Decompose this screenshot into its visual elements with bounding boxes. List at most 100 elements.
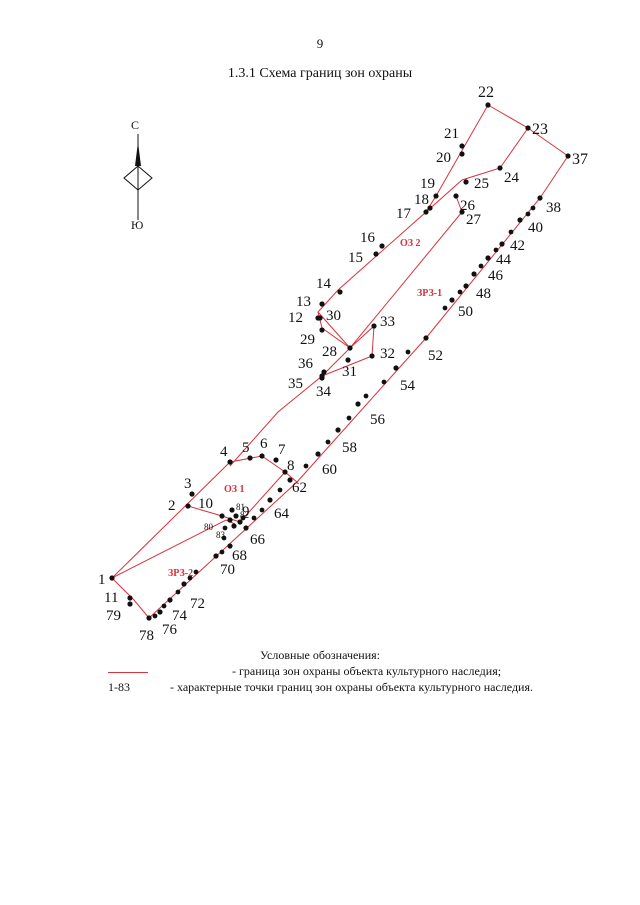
point-label-56: 56 bbox=[370, 412, 386, 428]
boundary-point-4 bbox=[227, 459, 233, 465]
point-label-58: 58 bbox=[342, 440, 357, 456]
boundary-point-10 bbox=[219, 513, 225, 519]
boundary-point-82 bbox=[233, 513, 239, 519]
point-label-34: 34 bbox=[316, 384, 332, 400]
boundary-point-30 bbox=[317, 315, 323, 321]
boundary-point-1 bbox=[109, 575, 115, 581]
point-label-9: 9 bbox=[242, 504, 250, 520]
point-label-72: 72 bbox=[190, 596, 205, 612]
boundary-point-50 bbox=[449, 297, 455, 303]
point-label-42: 42 bbox=[510, 238, 525, 254]
point-label-64: 64 bbox=[274, 506, 290, 522]
intermediate-boundary-point bbox=[193, 569, 199, 575]
outer-boundary-line bbox=[111, 104, 569, 579]
point-label-4: 4 bbox=[220, 444, 228, 460]
point-label-20: 20 bbox=[436, 150, 451, 166]
intermediate-boundary-point bbox=[325, 439, 331, 445]
point-label-33: 33 bbox=[380, 314, 395, 330]
point-label-38: 38 bbox=[546, 200, 561, 216]
legend-title: Условные обозначения: bbox=[259, 648, 381, 662]
legend-row-boundary: - граница зон охраны объекта культурного… bbox=[108, 664, 501, 679]
boundary-point-18 bbox=[427, 205, 433, 211]
boundary-point-26 bbox=[453, 193, 459, 199]
boundary-point-25 bbox=[463, 179, 469, 185]
boundary-point-36 bbox=[321, 369, 327, 375]
intermediate-boundary-point bbox=[405, 349, 411, 355]
point-label-66: 66 bbox=[250, 532, 266, 548]
point-label-37: 37 bbox=[572, 151, 588, 168]
point-label-74: 74 bbox=[172, 608, 188, 624]
zone-label-zrz2: ЗРЗ-2 bbox=[168, 568, 193, 579]
boundary-point-76 bbox=[157, 609, 163, 615]
oz2-inner-line bbox=[425, 127, 529, 213]
boundary-point-24 bbox=[497, 165, 503, 171]
compass-arrow-icon bbox=[123, 134, 153, 220]
boundary-point-20 bbox=[459, 151, 465, 157]
boundary-point-72 bbox=[181, 581, 187, 587]
point-label-29: 29 bbox=[300, 332, 315, 348]
point-label-16: 16 bbox=[360, 230, 376, 246]
point-label-78: 78 bbox=[139, 628, 154, 644]
point-label-76: 76 bbox=[162, 622, 178, 638]
zone-label-zrz1: ЗРЗ-1 bbox=[417, 288, 442, 299]
point-label-25: 25 bbox=[474, 176, 489, 192]
intermediate-boundary-point bbox=[219, 549, 225, 555]
legend-symbol: 1-83 bbox=[108, 680, 130, 694]
boundary-point-8 bbox=[282, 469, 288, 475]
boundary-point-74 bbox=[167, 597, 173, 603]
intermediate-boundary-point bbox=[152, 613, 158, 619]
point-label-52: 52 bbox=[428, 348, 443, 364]
intermediate-boundary-point bbox=[525, 211, 531, 217]
boundary-point-35 bbox=[319, 375, 325, 381]
boundary-point-79 bbox=[127, 601, 133, 607]
boundary-point-56 bbox=[355, 401, 361, 407]
point-label-50: 50 bbox=[458, 304, 473, 320]
point-label-3: 3 bbox=[184, 476, 192, 492]
intermediate-boundary-point bbox=[363, 393, 369, 399]
boundary-point-19 bbox=[433, 193, 439, 199]
point-label-19: 19 bbox=[420, 176, 435, 192]
point-label-22: 22 bbox=[478, 84, 494, 101]
boundary-point-42 bbox=[499, 241, 505, 247]
boundary-point-21 bbox=[459, 143, 465, 149]
intermediate-boundary-point bbox=[187, 575, 193, 581]
boundary-points bbox=[109, 102, 571, 621]
intermediate-boundary-point bbox=[161, 603, 167, 609]
boundary-point-40 bbox=[517, 217, 523, 223]
boundary-point-52 bbox=[423, 335, 429, 341]
point-label-21: 21 bbox=[444, 126, 459, 142]
boundary-point-78 bbox=[146, 615, 152, 621]
point-label-82: 82 bbox=[240, 510, 249, 520]
boundary-point-2 bbox=[185, 503, 191, 509]
point-label-70: 70 bbox=[220, 562, 235, 578]
boundary-point-17 bbox=[423, 209, 429, 215]
zrz2-divider-line bbox=[111, 519, 236, 579]
boundary-point-37 bbox=[565, 153, 571, 159]
boundary-point-54 bbox=[393, 365, 399, 371]
point-label-80: 80 bbox=[204, 522, 214, 532]
point-label-24: 24 bbox=[504, 170, 520, 186]
boundary-point-60 bbox=[315, 451, 321, 457]
oz2-divider-line bbox=[321, 195, 463, 377]
point-label-10: 10 bbox=[198, 496, 213, 512]
intermediate-boundary-point bbox=[442, 305, 448, 311]
point-label-14: 14 bbox=[316, 276, 332, 292]
boundary-point-9 bbox=[237, 519, 243, 525]
boundary-point-81 bbox=[229, 507, 235, 513]
boundary-point-3 bbox=[189, 491, 195, 497]
boundary-point-38 bbox=[537, 195, 543, 201]
point-label-68: 68 bbox=[232, 548, 247, 564]
legend-row-points: 1-83- характерные точки границ зон охран… bbox=[108, 680, 533, 695]
point-label-30: 30 bbox=[326, 308, 341, 324]
boundary-point-83 bbox=[231, 523, 237, 529]
boundary-point-27 bbox=[459, 209, 465, 215]
boundary-point-58 bbox=[335, 427, 341, 433]
point-label-31: 31 bbox=[342, 364, 357, 380]
point-label-5: 5 bbox=[242, 440, 250, 456]
boundary-point-16 bbox=[379, 243, 385, 249]
point-label-36: 36 bbox=[298, 356, 314, 372]
point-label-12: 12 bbox=[288, 310, 303, 326]
zone-label-oz1: ОЗ 1 bbox=[224, 484, 245, 495]
